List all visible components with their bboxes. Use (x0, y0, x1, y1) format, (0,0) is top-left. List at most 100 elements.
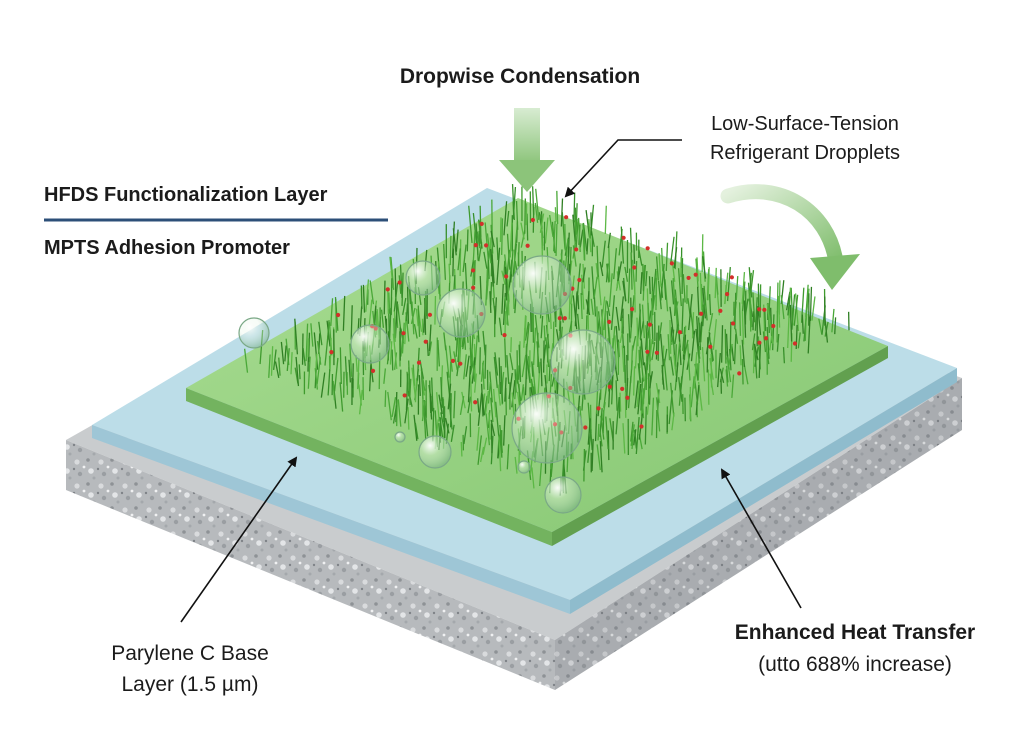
grass-fiber (669, 306, 674, 334)
grass-fiber (606, 310, 611, 345)
grass-fiber (579, 229, 584, 248)
grass-fiber (392, 405, 398, 424)
grass-fiber (588, 219, 592, 253)
grass-fiber (627, 375, 632, 409)
grass-fiber (494, 352, 499, 376)
refrigerant-dot (473, 400, 478, 405)
grass-fiber (772, 314, 775, 351)
grass-fiber (332, 380, 336, 401)
droplet (511, 392, 583, 464)
refrigerant-dot (708, 344, 713, 349)
grass-fiber (667, 334, 671, 361)
grass-fiber (514, 456, 518, 474)
grass-fiber (682, 326, 686, 351)
grass-fiber (601, 240, 606, 268)
grass-fiber (487, 381, 492, 404)
grass-fiber (780, 295, 785, 320)
grass-fiber (632, 366, 636, 396)
grass-fiber (408, 360, 411, 388)
grass-fiber (664, 279, 669, 312)
grass-fiber (531, 361, 534, 377)
grass-fiber (517, 242, 520, 267)
refrigerant-dot (574, 247, 579, 252)
grass-fiber (327, 369, 331, 396)
grass-fiber (545, 311, 549, 335)
refrigerant-dot (686, 275, 691, 281)
refrigerant-dot (669, 261, 674, 266)
grass-fiber (429, 393, 433, 420)
grass-fiber (444, 418, 450, 434)
grass-fiber (384, 390, 387, 407)
grass-fiber (776, 282, 779, 313)
grass-fiber (669, 382, 675, 417)
refrigerant-dot (639, 424, 644, 429)
grass-fiber (497, 384, 501, 406)
grass-fiber (521, 354, 527, 378)
refrigerant-dot (557, 316, 562, 321)
refrigerant-dot (583, 425, 588, 430)
grass-fiber (733, 334, 737, 365)
grass-fiber (477, 398, 480, 413)
grass-fiber (599, 261, 604, 277)
droplet (550, 329, 616, 395)
parylene-right-face (570, 368, 957, 614)
droplet (436, 288, 486, 338)
grass-fiber (365, 279, 370, 312)
grass-fiber (766, 326, 770, 359)
grass-fiber (601, 402, 606, 421)
grass-fiber (605, 416, 609, 450)
grass-fiber (778, 280, 781, 315)
grass-fiber (490, 419, 496, 437)
grass-fiber (506, 444, 510, 470)
grass-fiber (440, 412, 445, 431)
grass-fiber (368, 299, 373, 328)
droplet (350, 324, 390, 364)
refrigerant-dot (402, 393, 407, 398)
grass-fiber (567, 246, 570, 274)
grass-fiber (520, 222, 525, 240)
grass-fiber (809, 286, 813, 321)
grass-fiber (526, 213, 529, 241)
grass-fiber (386, 338, 391, 365)
grass-fiber (569, 246, 572, 276)
grass-fiber (615, 397, 620, 435)
grass-fiber (582, 223, 585, 261)
grass-fiber (615, 380, 618, 411)
grass-fiber (400, 334, 404, 357)
refrigerant-dot (483, 243, 489, 248)
grass-fiber (680, 356, 685, 391)
grass-fiber (706, 337, 709, 373)
grass-fiber (738, 302, 742, 336)
grass-fiber (531, 186, 535, 215)
grass-fiber (307, 332, 311, 363)
grass-fiber (499, 217, 502, 243)
grass-fiber (660, 263, 665, 301)
grass-fiber (634, 331, 639, 369)
grass-fiber (468, 205, 473, 244)
grass-fiber (674, 324, 679, 345)
grass-fiber (362, 284, 366, 313)
refrigerant-dot (699, 311, 704, 316)
grass-fiber (284, 345, 287, 362)
grass-fiber (754, 297, 758, 331)
grass-fiber (498, 435, 502, 472)
grass-fiber (368, 365, 372, 392)
grass-fiber (606, 300, 611, 316)
grass-fiber (391, 397, 397, 417)
grass-fiber (663, 358, 668, 391)
grass-fiber (623, 345, 626, 383)
refrigerant-dot (792, 341, 798, 346)
grass-fiber (641, 392, 645, 419)
grass-fiber (482, 437, 488, 455)
refrigerant-dot (473, 242, 478, 248)
green-layer (186, 198, 888, 546)
refrigerant-dot (385, 287, 390, 292)
grass-fiber (689, 308, 695, 335)
grass-fiber (402, 297, 407, 316)
grass-fiber (585, 210, 591, 238)
grass-fiber (834, 317, 837, 335)
grass-fiber (389, 341, 393, 365)
grass-fiber (741, 272, 746, 304)
refrigerant-dot (479, 221, 484, 227)
refrigerant-dot (654, 350, 660, 355)
